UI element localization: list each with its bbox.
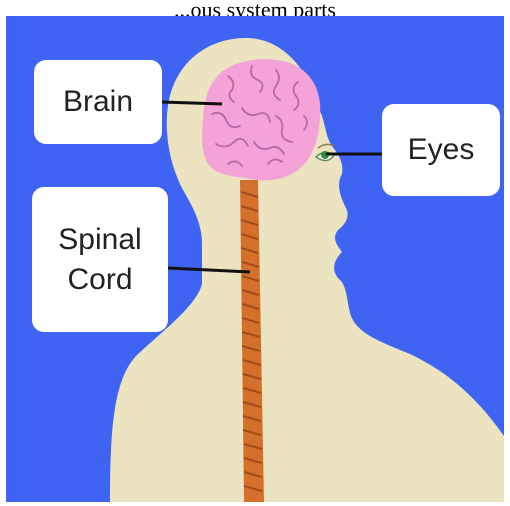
spinal-cord-label: Spinal Cord: [32, 187, 168, 332]
brain: [202, 59, 320, 180]
diagram: Brain Spinal Cord Eyes: [6, 16, 504, 502]
brain-label: Brain: [34, 60, 162, 144]
brain-label-text: Brain: [63, 85, 133, 119]
brain-leader-line: [162, 102, 222, 104]
eyes-label-text: Eyes: [408, 133, 475, 167]
spinal-cord-label-line2: Cord: [67, 260, 132, 300]
spinal-cord-label-line1: Spinal: [58, 220, 141, 260]
eyes-label: Eyes: [382, 104, 500, 196]
